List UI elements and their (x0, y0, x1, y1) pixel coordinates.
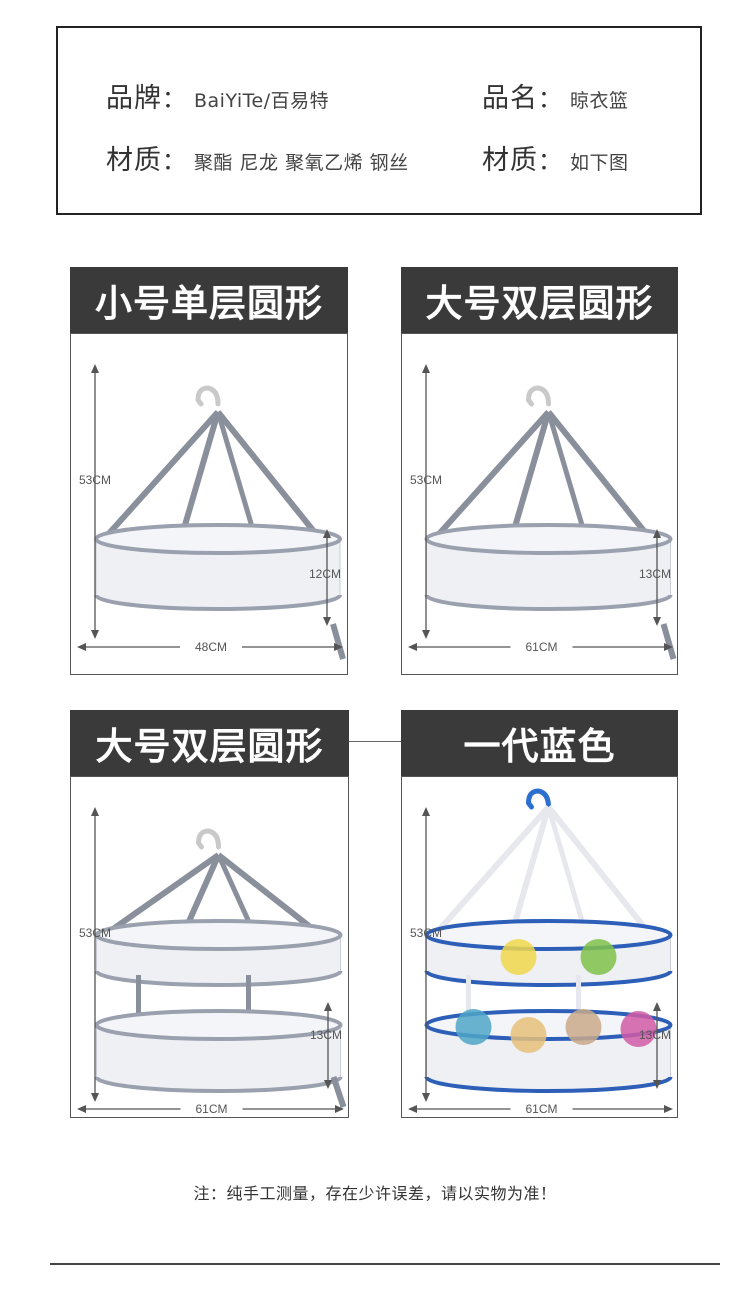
hanging-tab (330, 1076, 347, 1108)
hanging-strap (102, 852, 221, 938)
basket-rim-top (424, 523, 673, 555)
material-label: 材质 (106, 145, 162, 176)
arrow-head (422, 1093, 430, 1102)
brand-colon: ： (162, 85, 186, 113)
hanging-strap (215, 410, 323, 541)
panel-title: 大号双层圆形 (401, 267, 678, 333)
dimension-label: 53CM (410, 473, 442, 487)
arrow-head (334, 643, 343, 651)
hanger-hook (525, 788, 551, 810)
basket-rim-bottom (94, 970, 343, 987)
arrow-head (323, 617, 331, 626)
panel-title: 一代蓝色 (401, 710, 678, 776)
hanging-strap (546, 805, 653, 937)
spec-material: 材质 ： 聚酯 尼龙 聚氧乙烯 钢丝 (106, 138, 409, 177)
plush-toy (580, 939, 617, 975)
arrow-head (91, 630, 99, 639)
spec-brand: 品牌 ： BaiYiTe/百易特 (106, 76, 329, 115)
material2-label: 材质 (482, 145, 538, 176)
dimension-label: 12CM (309, 567, 341, 581)
arrow-head (653, 617, 661, 626)
name-value: 晾衣篮 (570, 90, 629, 112)
brand-value: BaiYiTe/百易特 (194, 90, 330, 112)
arrow-head (324, 1002, 332, 1011)
arrow-head (408, 643, 417, 651)
hanging-strap (101, 409, 221, 542)
spec-name: 品名 ： 晾衣篮 (482, 76, 629, 115)
basket-rim-top (424, 919, 673, 951)
plush-toy (565, 1009, 602, 1045)
name-colon: ： (538, 85, 562, 113)
panel-image-frame: 53CM 13CM 61CM (70, 776, 349, 1118)
dimension-label: 53CM (79, 473, 111, 487)
arrow-head (323, 529, 331, 538)
panel-image-frame: 53CM 13CM 61CM (401, 333, 678, 675)
panel-title: 大号双层圆形 (70, 710, 349, 776)
dimension-label: 61CM (525, 1102, 557, 1116)
arrow-head (664, 643, 673, 651)
brand-label: 品牌 (106, 83, 162, 114)
arrow-head (91, 807, 99, 816)
arrow-head (77, 1105, 86, 1113)
arrow-head (77, 643, 86, 651)
material-colon: ： (162, 147, 186, 175)
dimension-label: 53CM (79, 926, 111, 940)
dimension-label: 13CM (310, 1028, 342, 1042)
dimension-label: 48CM (195, 640, 227, 654)
dimension-label: 61CM (195, 1102, 227, 1116)
arrow-head (91, 364, 99, 373)
basket-rim-top (94, 523, 342, 555)
panel-image-frame: 53CM 12CM 48CM (70, 333, 348, 675)
bottom-divider (50, 1263, 720, 1265)
arrow-head (664, 1105, 673, 1113)
hanging-tab (660, 623, 677, 660)
arrow-head (422, 807, 430, 816)
hanging-strap (216, 852, 323, 938)
hanging-strap (432, 805, 551, 937)
hanger-hook (525, 385, 551, 407)
material2-colon: ： (538, 147, 562, 175)
arrow-head (335, 1105, 344, 1113)
dimension-label: 13CM (639, 1028, 671, 1042)
dimension-label: 53CM (410, 926, 442, 940)
basket-illustration: 53CM 12CM 48CM (77, 364, 346, 660)
basket-illustration: 53CM 13CM 61CM (77, 807, 347, 1116)
arrow-head (653, 529, 661, 538)
hanger-hook (195, 385, 221, 407)
panel-image-frame: 53CM 13CM 61CM (401, 776, 678, 1118)
hanging-strap (546, 410, 653, 541)
hanging-tab (330, 623, 346, 660)
arrow-head (422, 630, 430, 639)
basket-illustration: 53CM 13CM 61CM (408, 788, 673, 1116)
spec-box: 品牌 ： BaiYiTe/百易特 品名 ： 晾衣篮 材质 ： 聚酯 尼龙 聚氧乙… (56, 26, 702, 215)
name-label: 品名 (482, 83, 538, 114)
plush-toy (500, 939, 537, 975)
hanging-strap (432, 409, 551, 542)
basket-illustration: 53CM 13CM 61CM (408, 364, 677, 660)
connector-line (349, 741, 401, 742)
arrow-head (91, 1093, 99, 1102)
plush-toy (510, 1017, 547, 1053)
hanger-hook (195, 828, 221, 850)
plush-toy (620, 1011, 657, 1047)
plush-toy (455, 1009, 492, 1045)
arrow-head (422, 364, 430, 373)
measurement-note: 注：纯手工测量，存在少许误差，请以实物为准！ (193, 1184, 557, 1203)
basket-rim-bottom (424, 970, 673, 987)
basket-rim-top (94, 919, 343, 951)
dimension-label: 13CM (639, 567, 671, 581)
arrow-head (408, 1105, 417, 1113)
material2-value: 如下图 (570, 152, 629, 174)
dimension-label: 61CM (525, 640, 557, 654)
arrow-head (653, 1002, 661, 1011)
basket-rim-top (94, 1009, 343, 1041)
panel-title: 小号单层圆形 (70, 267, 348, 333)
spec-material2: 材质 ： 如下图 (482, 138, 629, 177)
material-value: 聚酯 尼龙 聚氧乙烯 钢丝 (194, 152, 409, 174)
arrow-head (324, 1080, 332, 1089)
arrow-head (653, 1080, 661, 1089)
